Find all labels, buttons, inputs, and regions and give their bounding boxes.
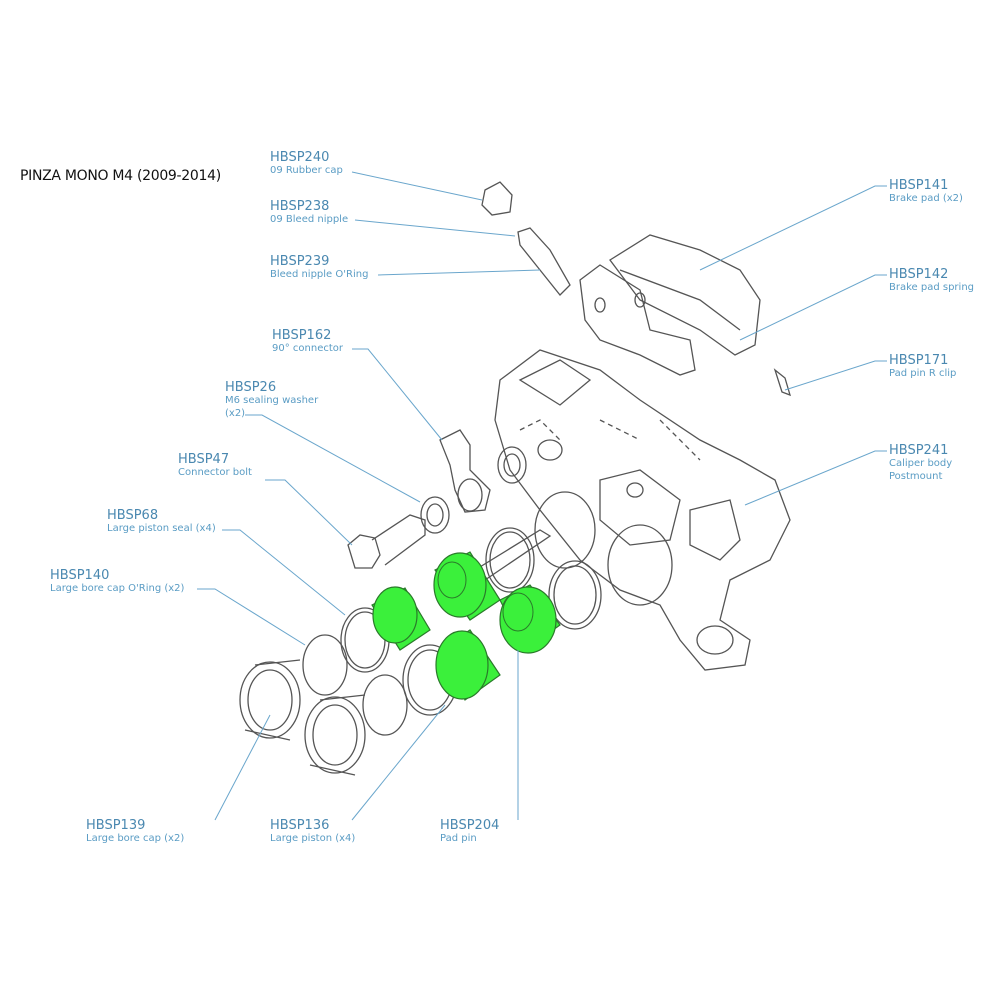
part-desc: Connector bolt	[178, 467, 252, 478]
brake-pad	[579, 264, 696, 376]
part-desc: 09 Bleed nipple	[270, 214, 349, 225]
part-desc: 90° connector	[272, 343, 343, 354]
part-code: HBSP141	[889, 178, 949, 193]
caliper-body	[494, 349, 791, 671]
part-desc: Pad pin R clip	[889, 368, 957, 379]
part-desc: Caliper body	[889, 458, 953, 469]
part-desc: (x2)	[225, 408, 246, 419]
part-desc: Large bore cap O'Ring (x2)	[50, 583, 185, 594]
part-code: HBSP204	[440, 818, 500, 833]
part-desc: Large piston seal (x4)	[107, 523, 216, 534]
part-code: HBSP136	[270, 818, 330, 833]
part-desc: Postmount	[889, 471, 943, 482]
pistons-highlight	[371, 551, 561, 701]
part-code: HBSP238	[270, 199, 330, 214]
part-desc: 09 Rubber cap	[270, 165, 343, 176]
connector-bolt	[347, 534, 381, 569]
part-desc: Large piston (x4)	[270, 833, 356, 844]
part-desc: Brake pad (x2)	[889, 193, 963, 204]
part-code: HBSP241	[889, 443, 949, 458]
part-code: HBSP239	[270, 254, 330, 269]
part-code: HBSP162	[272, 328, 332, 343]
diagram-title: PINZA MONO M4 (2009-2014)	[20, 168, 221, 184]
part-desc: M6 sealing washer	[225, 395, 319, 406]
part-code: HBSP68	[107, 508, 159, 523]
part-desc: Bleed nipple O'Ring	[270, 269, 369, 280]
leader-lines	[197, 171, 887, 821]
part-desc: Pad pin	[440, 833, 477, 844]
part-code: HBSP240	[270, 150, 330, 165]
part-code: HBSP142	[889, 267, 949, 282]
part-code: HBSP140	[50, 568, 110, 583]
part-desc: Large bore cap (x2)	[86, 833, 185, 844]
part-desc: Brake pad spring	[889, 282, 974, 293]
bore-cap	[239, 661, 301, 739]
part-code: HBSP47	[178, 452, 230, 467]
part-code: HBSP26	[225, 380, 277, 395]
part-code: HBSP139	[86, 818, 146, 833]
part-code: HBSP171	[889, 353, 949, 368]
